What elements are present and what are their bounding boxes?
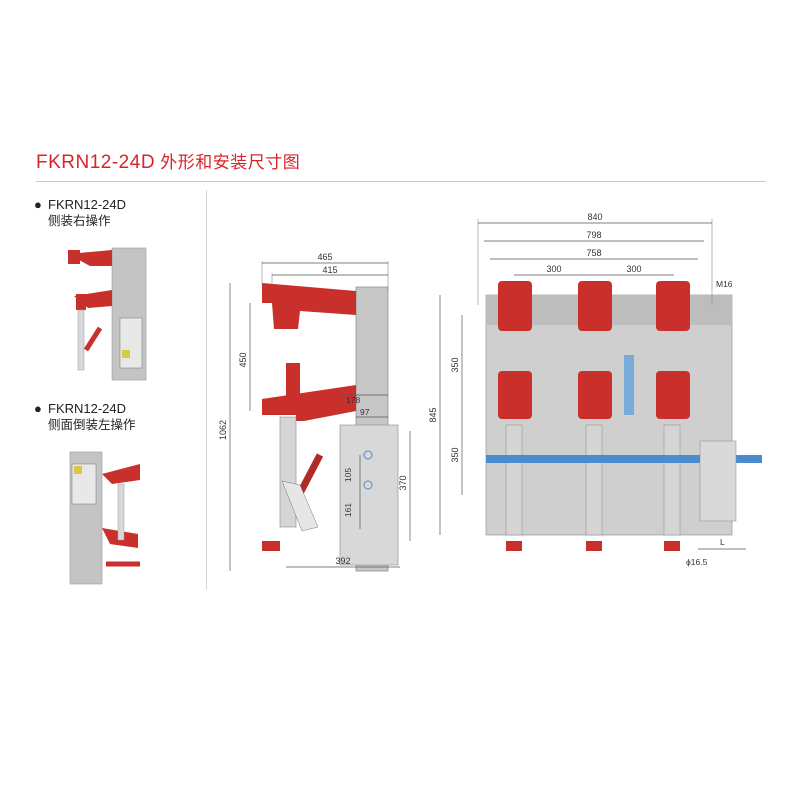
dim-840: 840 [587,212,602,222]
title-suffix: 外形和安装尺寸图 [155,153,301,172]
front-top-insulator-2 [578,281,612,331]
variant-1-top-block [68,250,80,264]
dim-392: 392 [335,556,350,566]
variant-2-desc: 侧面倒装左操作 [48,418,136,432]
dim-300-right: 300 [626,264,641,274]
dim-845: 845 [428,407,438,422]
label-l: L [720,537,725,547]
variant-2-label: ● FKRN12-24D 侧面倒装左操作 [34,400,136,434]
variant-1-desc: 侧装右操作 [48,214,111,228]
label-phi: ϕ16.5 [686,557,708,567]
title-model: FKRN12-24D [36,152,156,173]
bullet-icon: ● [34,197,42,212]
page-title: FKRN12-24D 外形和安装尺寸图 [36,148,300,174]
variant-1-arm [83,326,103,352]
variant-2-fuse [117,483,125,541]
variant-1-mid-block [76,294,86,310]
front-mid-insulator-3 [656,371,690,419]
dim-350-lower: 350 [450,447,460,462]
side-mid-insulator [262,385,356,421]
variant-2-model: FKRN12-24D [48,401,127,416]
side-shaft-2-icon [363,480,373,490]
dim-758: 758 [586,248,601,258]
column-divider [206,190,207,590]
dim-798: 798 [586,230,601,240]
dim-415: 415 [322,265,337,275]
front-fuse-1 [505,424,523,536]
title-divider [36,181,766,182]
front-mechanism-box [699,440,737,522]
dim-161: 161 [343,503,353,517]
front-bottom-contact-2 [586,541,602,551]
front-mid-insulator-2 [578,371,612,419]
front-top-insulator-1 [498,281,532,331]
front-view-drawing: 840 798 758 300 300 M16 845 350 350 L ϕ1… [428,212,762,567]
side-bottom-contact [262,541,280,551]
front-top-insulator-3 [656,281,690,331]
variant-1-model: FKRN12-24D [48,197,127,212]
variant-1-mechanism [119,317,143,369]
dim-178: 178 [346,395,360,405]
side-shaft-1-icon [363,450,373,460]
front-mechanism-rod [624,355,634,415]
variant-1-label: ● FKRN12-24D 侧装右操作 [34,196,127,230]
dim-300-left: 300 [546,264,561,274]
dim-1062: 1062 [218,420,228,440]
bullet-icon: ● [34,401,42,416]
dim-105: 105 [343,468,353,482]
variant-2-thumbnail [69,451,140,585]
dim-370: 370 [398,475,408,490]
front-bottom-contact-1 [506,541,522,551]
front-fuse-2 [585,424,603,536]
side-mechanism-box [339,424,399,566]
dim-350-upper: 350 [450,357,460,372]
variant-1-fuse [77,309,85,371]
dim-465: 465 [317,252,332,262]
variant-2-top-insulator [102,464,140,484]
variant-1-thumbnail [68,247,147,381]
dim-97: 97 [360,407,370,417]
side-view-drawing: 465 415 1062 450 178 97 105 161 370 392 [218,252,411,572]
dim-450: 450 [238,352,248,367]
side-blade [281,480,319,532]
variant-1-indicator [122,350,130,358]
front-mid-insulator-1 [498,371,532,419]
front-bottom-contact-3 [664,541,680,551]
front-operating-shaft [486,455,762,463]
side-insulator-stack [286,363,300,399]
front-fuse-3 [663,424,681,536]
variant-2-indicator [74,466,82,474]
label-m16: M16 [716,279,733,289]
side-top-insulator [262,283,356,329]
